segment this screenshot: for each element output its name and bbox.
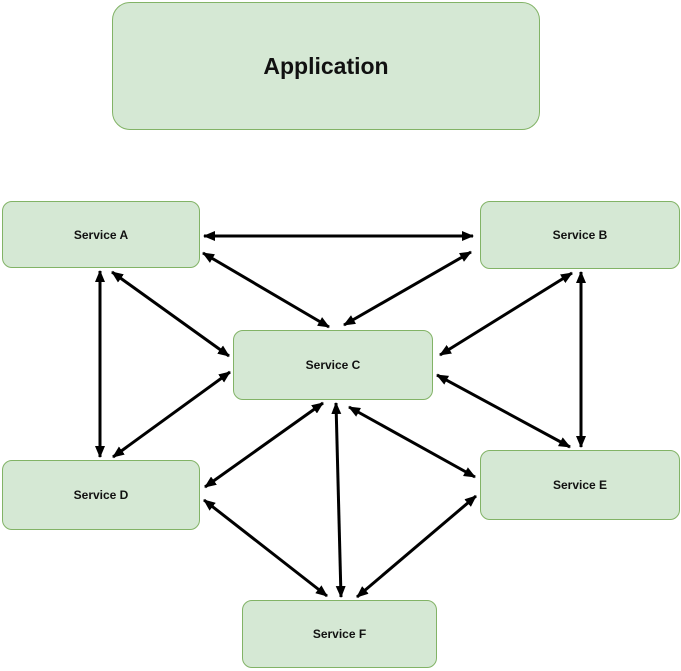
node-application-label: Application bbox=[263, 52, 389, 79]
edge-service-d-service-c bbox=[112, 370, 231, 459]
edge-service-b-service-c bbox=[343, 250, 472, 327]
node-service-b: Service B bbox=[480, 201, 680, 269]
edge-service-d-service-c bbox=[204, 401, 324, 489]
node-service-a-label: Service A bbox=[73, 227, 129, 242]
node-service-d: Service D bbox=[2, 460, 200, 530]
edge-service-c-service-e bbox=[348, 405, 476, 479]
node-service-e-label: Service E bbox=[552, 478, 608, 492]
node-service-b-label: Service B bbox=[552, 228, 608, 242]
node-service-c-label: Service C bbox=[305, 358, 361, 372]
node-service-f-label: Service F bbox=[312, 627, 367, 641]
node-service-c: Service C bbox=[233, 330, 433, 400]
edge-service-a-service-c bbox=[202, 251, 330, 329]
node-application: Application bbox=[112, 2, 540, 130]
edge-service-c-service-f bbox=[331, 402, 346, 598]
edge-service-e-service-f bbox=[356, 494, 477, 599]
node-service-f: Service F bbox=[242, 600, 437, 668]
edge-service-d-service-f bbox=[203, 498, 328, 598]
edge-service-c-service-e bbox=[436, 373, 571, 449]
edge-service-b-service-c bbox=[439, 271, 573, 357]
node-service-a: Service A bbox=[2, 201, 200, 268]
node-service-d-label: Service D bbox=[73, 488, 129, 502]
node-service-e: Service E bbox=[480, 450, 680, 520]
edge-service-a-service-c bbox=[111, 270, 230, 358]
